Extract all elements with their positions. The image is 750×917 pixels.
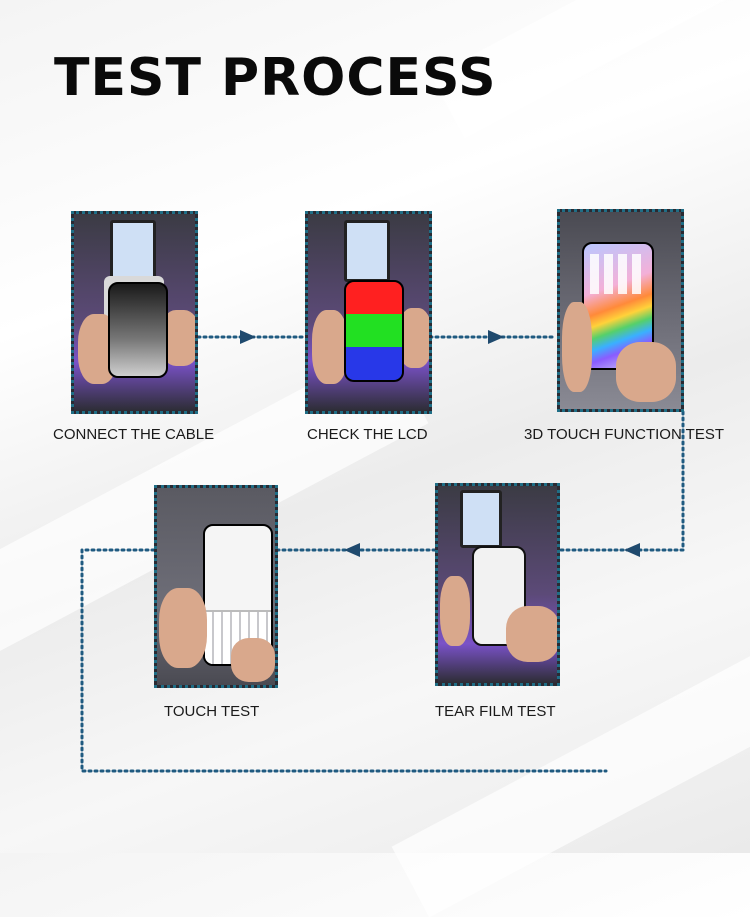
step-photo-connect-cable [71,211,198,414]
step-label-touch-test: TOUCH TEST [164,703,260,720]
step-photo-3d-touch-test [557,209,684,412]
process-flow-connectors [80,330,685,773]
step-label-tear-film-test: TEAR FILM TEST [435,703,556,720]
step-photo-check-lcd [305,211,432,414]
flow-arrow [488,330,504,344]
step-label-3d-touch-test: 3D TOUCH FUNCTION TEST [524,426,725,443]
flow-arrow [240,330,256,344]
step-label-check-lcd: CHECK THE LCD [307,426,428,443]
step-photo-touch-test [154,485,278,688]
step-photo-tear-film-test [435,483,560,686]
flow-arrow [344,543,360,557]
page-title: TEST PROCESS [54,48,497,108]
flow-arrow [624,543,640,557]
step-label-connect-cable: CONNECT THE CABLE [53,426,215,443]
